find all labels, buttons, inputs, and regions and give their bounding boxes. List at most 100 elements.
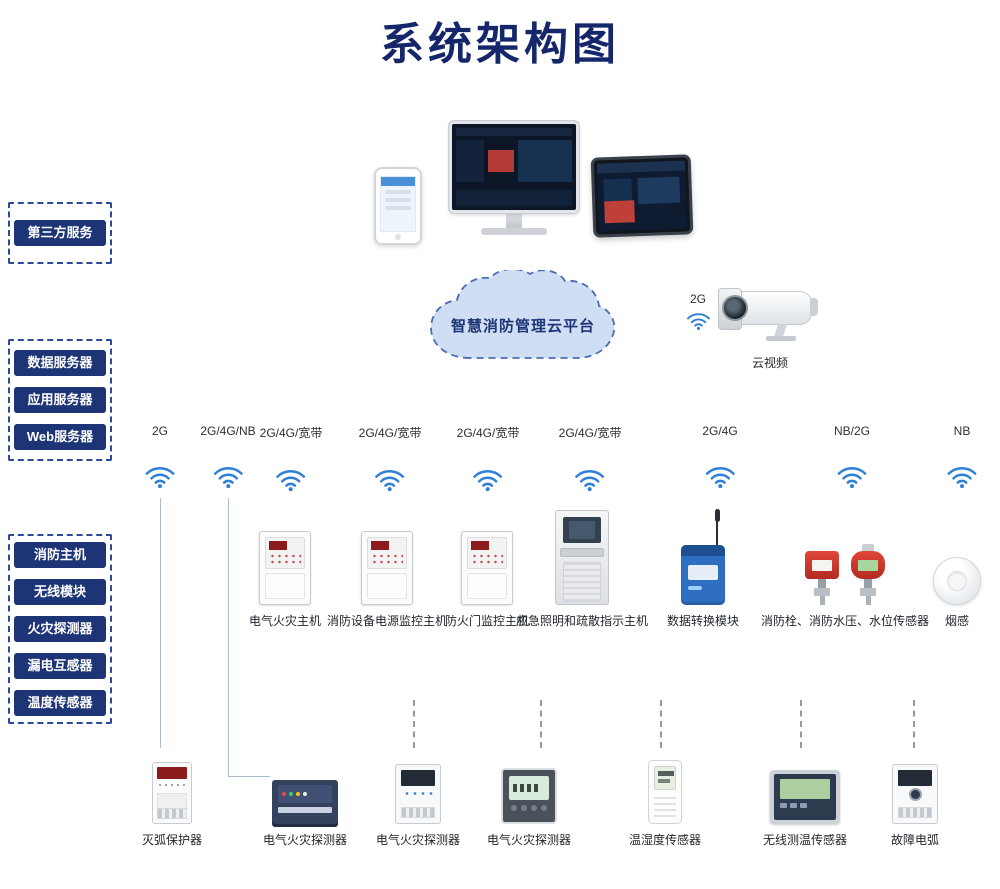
monitor-stand-neck (506, 213, 522, 228)
device-label: 温湿度传感器 (628, 833, 702, 847)
device-electrical-fire-host: 电气火灾主机 (249, 503, 321, 629)
network-label: 2G/4G (702, 424, 738, 438)
device-wireless-temp-sensor: 无线测温传感器 (763, 746, 847, 848)
pressure-sensor (804, 551, 839, 605)
device-electrical-fire-detector-1: 电气火灾探测器 (263, 746, 347, 848)
device-label: 电气火灾主机 (248, 614, 322, 628)
panel-display (370, 541, 389, 550)
wall-sensor (647, 760, 682, 824)
fire-host-label: 消防主机 (14, 542, 106, 568)
bullet-camera (714, 284, 826, 346)
device-label: 消防栓、消防水压、水位传感器 (760, 614, 930, 628)
network-column-6: 2G/4G/宽带 (559, 424, 621, 492)
phone-home-button (395, 234, 401, 240)
tablet (590, 154, 694, 238)
dashboard-alarm-block (488, 150, 514, 172)
wifi-icon (947, 467, 977, 489)
detector-module (271, 780, 338, 824)
camera-body (738, 291, 812, 325)
din-device (394, 764, 441, 824)
smoke-detector-disc (933, 557, 981, 605)
panel-button-grid (268, 553, 301, 564)
button (520, 805, 527, 811)
panel-door (264, 573, 305, 599)
water-level-sensor (850, 544, 885, 605)
tablet-chart-block (637, 176, 681, 205)
camera-tail (810, 298, 818, 316)
wifi-icon (837, 467, 867, 489)
camera-network: 2G (680, 292, 716, 331)
device-label: 防火门监控主机 (444, 614, 530, 628)
panel-button-grid (470, 553, 503, 564)
fire-detector-label: 火灾探测器 (14, 616, 106, 642)
terminal-strip (897, 807, 932, 818)
device-label: 应急照明和疏散指示主机 (515, 614, 649, 628)
device-fire-power-monitor-host: 消防设备电源监控主机 (327, 503, 447, 629)
sensor-head (804, 551, 839, 579)
monitor-stand-base (481, 228, 547, 235)
device-label: 电气火灾探测器 (375, 833, 461, 847)
network-label: 2G/4G/宽带 (456, 426, 520, 440)
device-display (400, 770, 435, 786)
panel-door (366, 573, 407, 599)
detector-label-strip (277, 807, 332, 813)
device-label: 无线测温传感器 (762, 833, 848, 847)
device-label: 电气火灾探测器 (486, 833, 572, 847)
network-column-2: 2G/4G/NB (200, 424, 256, 489)
cloud-platform-label: 智慧消防管理云平台 (450, 317, 595, 335)
sensor-head (850, 551, 885, 579)
panel-door (466, 573, 507, 599)
wifi-icon (213, 467, 243, 489)
cloud-platform: 智慧消防管理云平台 (416, 270, 630, 372)
phone-text-line (385, 190, 411, 194)
smartphone (374, 167, 422, 245)
button (510, 805, 517, 811)
wifi-icon (705, 467, 735, 489)
wireless-module-label: 无线模块 (14, 579, 106, 605)
web-server-label: Web服务器 (14, 424, 106, 450)
device-fault-arc-detector: 故障电弧 (891, 746, 939, 848)
device-frame (769, 770, 840, 824)
antenna (714, 509, 720, 545)
connector-line (160, 498, 161, 748)
connector-line (228, 498, 229, 776)
network-column-9: NB (945, 424, 979, 489)
device-fire-door-monitor-host: 防火门监控主机 (445, 503, 529, 629)
din-device (891, 764, 938, 824)
dashboard-bottom-strip (456, 190, 572, 206)
device-illustration (460, 503, 513, 605)
tablet-alarm-block (604, 200, 635, 224)
device-label: 灭弧保护器 (141, 833, 203, 847)
detector-face (277, 785, 332, 803)
group-third-party: 第三方服务 (8, 202, 112, 264)
device-illustration (804, 503, 885, 605)
sensor-tip (865, 596, 871, 605)
module-label-strip (687, 565, 718, 580)
device-label: 消防设备电源监控主机 (326, 614, 448, 628)
page-title: 系统架构图 (380, 20, 620, 69)
wifi-icon (145, 467, 175, 489)
sensor-nut (813, 588, 830, 596)
dashed-connector (913, 700, 915, 748)
device-hydrant-pressure-sensors: 消防栓、消防水压、水位传感器 (761, 503, 929, 629)
device-illustration (891, 746, 938, 824)
dashboard-left-panel (456, 140, 484, 182)
third-party-service-label: 第三方服务 (14, 220, 106, 246)
tablet-screen (596, 160, 688, 232)
device-illustration (647, 746, 682, 824)
network-column-1: 2G (143, 424, 177, 489)
device-display (508, 776, 549, 800)
device-illustration (271, 746, 338, 824)
terminal-strip (156, 808, 187, 819)
indicator-led (302, 792, 307, 796)
terminal-strip (400, 807, 435, 818)
dashboard-map-panel (518, 140, 572, 182)
indicator-led (281, 792, 286, 796)
device-temp-humidity-sensor: 温湿度传感器 (629, 746, 701, 848)
wifi-icon (276, 470, 306, 492)
network-label: 2G/4G/宽带 (259, 426, 323, 440)
camera-foot (766, 336, 796, 341)
camera-label: 云视频 (751, 356, 788, 370)
converter-module (680, 509, 725, 605)
